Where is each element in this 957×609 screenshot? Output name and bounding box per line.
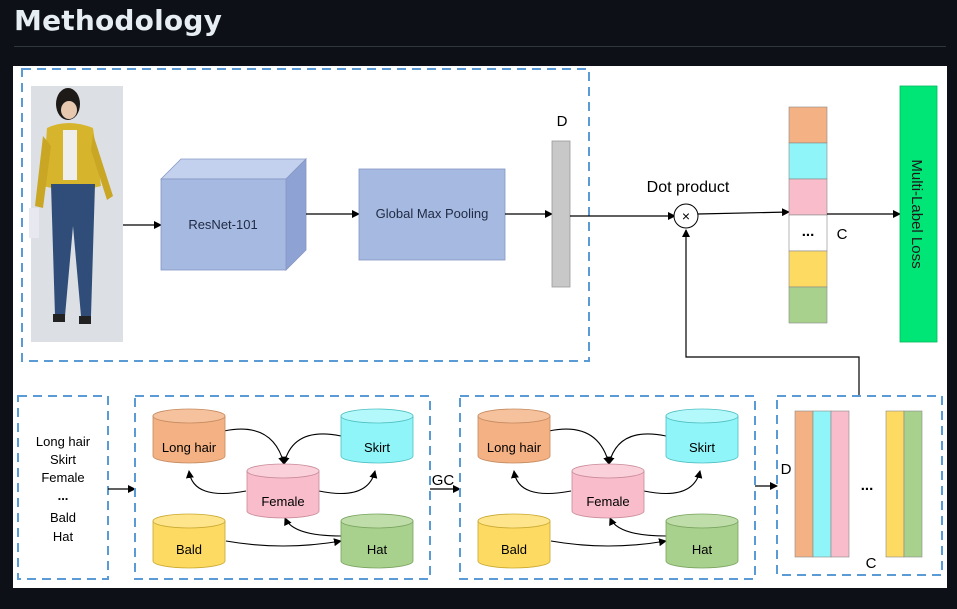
node-hat-label: Hat — [367, 542, 388, 557]
labels-list-item: Bald — [50, 510, 76, 525]
gc-label: GC — [432, 472, 455, 489]
classifier-matrix-box — [776, 395, 943, 576]
matrix-dim-label-c: C — [866, 555, 877, 572]
node-skirt: Skirt — [340, 408, 414, 464]
node-hat: Hat — [665, 513, 739, 569]
pooling-label: Global Max Pooling — [376, 206, 489, 221]
diagram-canvas: ResNet-101 Global Max Pooling D Dot prod… — [13, 66, 947, 588]
node-long-hair-label: Long hair — [162, 440, 217, 455]
score-cell-bald — [788, 250, 828, 288]
score-vector: ... — [788, 106, 828, 324]
node-skirt: Skirt — [665, 408, 739, 464]
matrix-column-long-hair — [794, 410, 814, 558]
matrix-column-female — [830, 410, 850, 558]
labels-list-box — [17, 395, 109, 580]
labels-list-item: Female — [41, 470, 84, 485]
loss-block — [899, 85, 938, 343]
loss-label: Multi-Label Loss — [908, 159, 925, 268]
matrix-column-skirt — [812, 410, 832, 558]
dot-to-scores-arrow — [697, 208, 790, 217]
score-cell-female — [788, 178, 828, 216]
dot-product-label: Dot product — [647, 179, 730, 196]
pedestrian-image — [29, 86, 123, 342]
score-dots: ... — [802, 223, 815, 240]
labels-list-item: Hat — [53, 529, 74, 544]
node-female-label: Female — [261, 494, 304, 509]
score-cell-skirt — [788, 142, 828, 180]
node-female: Female — [246, 463, 320, 519]
node-skirt-label: Skirt — [364, 440, 390, 455]
label-graph-input: Long hair Skirt Female Bald Hat — [152, 408, 414, 569]
node-hat: Hat — [340, 513, 414, 569]
labels-list-item: Skirt — [50, 452, 76, 467]
matrix-dim-label-d: D — [781, 461, 792, 478]
node-hat-label: Hat — [692, 542, 713, 557]
node-long-hair-label: Long hair — [487, 440, 542, 455]
pooling-block — [358, 168, 506, 261]
matrix-dots: ... — [861, 477, 874, 494]
architecture-diagram: ResNet-101 Global Max Pooling D Dot prod… — [17, 68, 943, 580]
node-female-label: Female — [586, 494, 629, 509]
node-long-hair: Long hair — [477, 408, 551, 464]
feature-dim-label: D — [557, 113, 568, 130]
feature-vector — [551, 140, 571, 288]
matrix-column-hat — [903, 410, 923, 558]
labels-list: Long hair Skirt Female ... Bald Hat — [36, 434, 91, 544]
node-bald-label: Bald — [501, 542, 527, 557]
score-cell-ellipsis — [788, 214, 828, 252]
dot-product-symbol: × — [682, 208, 690, 224]
label-graph-output: Long hair Skirt Female Bald Hat — [477, 408, 739, 569]
node-skirt-label: Skirt — [689, 440, 715, 455]
dot-product-node — [673, 203, 699, 229]
node-bald-label: Bald — [176, 542, 202, 557]
node-bald: Bald — [152, 513, 226, 569]
score-cell-hat — [788, 286, 828, 324]
cnn-branch-box — [21, 68, 590, 362]
node-bald: Bald — [477, 513, 551, 569]
matrix-column-bald — [885, 410, 905, 558]
score-cell-long-hair — [788, 106, 828, 144]
score-dim-label: C — [837, 226, 848, 243]
matrix-to-dot-path — [682, 229, 860, 396]
page-title: Methodology — [14, 4, 223, 37]
node-female: Female — [571, 463, 645, 519]
classifier-matrix: ... — [794, 410, 923, 558]
title-divider — [14, 46, 946, 47]
labels-list-item: ... — [58, 488, 69, 503]
resnet-label: ResNet-101 — [188, 217, 257, 232]
labels-list-item: Long hair — [36, 434, 91, 449]
node-long-hair: Long hair — [152, 408, 226, 464]
resnet-block: ResNet-101 — [160, 158, 307, 271]
